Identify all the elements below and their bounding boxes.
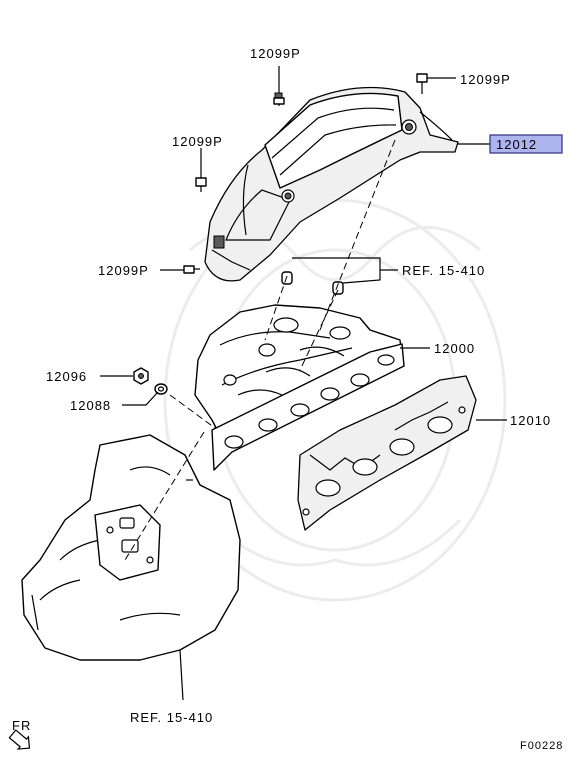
label-manifold: 12000 [434,341,475,356]
front-marker-label: FR [12,718,31,733]
label-bolt-left-lower: 12099P [98,263,149,278]
exhaust-manifold[interactable] [194,304,405,471]
label-washer: 12088 [70,398,111,413]
bolt-left-lower[interactable] [183,265,200,274]
front-arrow-icon [8,729,31,750]
alignment-lines [124,139,396,561]
label-bolt-top: 12099P [250,46,301,61]
stud-left[interactable] [281,271,293,285]
label-bolt-left-upper: 12099P [172,134,223,149]
label-bolt-right: 12099P [460,72,511,87]
highlight-box-12012 [489,134,563,154]
manifold-gasket[interactable] [297,375,477,531]
label-heat-protector[interactable]: 12012 [496,137,537,152]
label-gasket: 12010 [510,413,551,428]
leader-lines [100,66,507,421]
bolt-top[interactable] [273,92,285,106]
heat-protector[interactable] [204,86,459,282]
nut[interactable] [133,367,149,385]
turbocharger-assembly [21,434,241,701]
bolt-right[interactable] [416,73,428,94]
figure-id: F00228 [520,740,563,752]
bolt-left-upper[interactable] [195,177,207,192]
label-ref-lower: REF. 15-410 [130,710,213,725]
stud-right[interactable] [332,281,344,295]
label-ref-upper: REF. 15-410 [402,263,485,278]
washer[interactable] [154,383,168,395]
label-nut: 12096 [46,369,87,384]
